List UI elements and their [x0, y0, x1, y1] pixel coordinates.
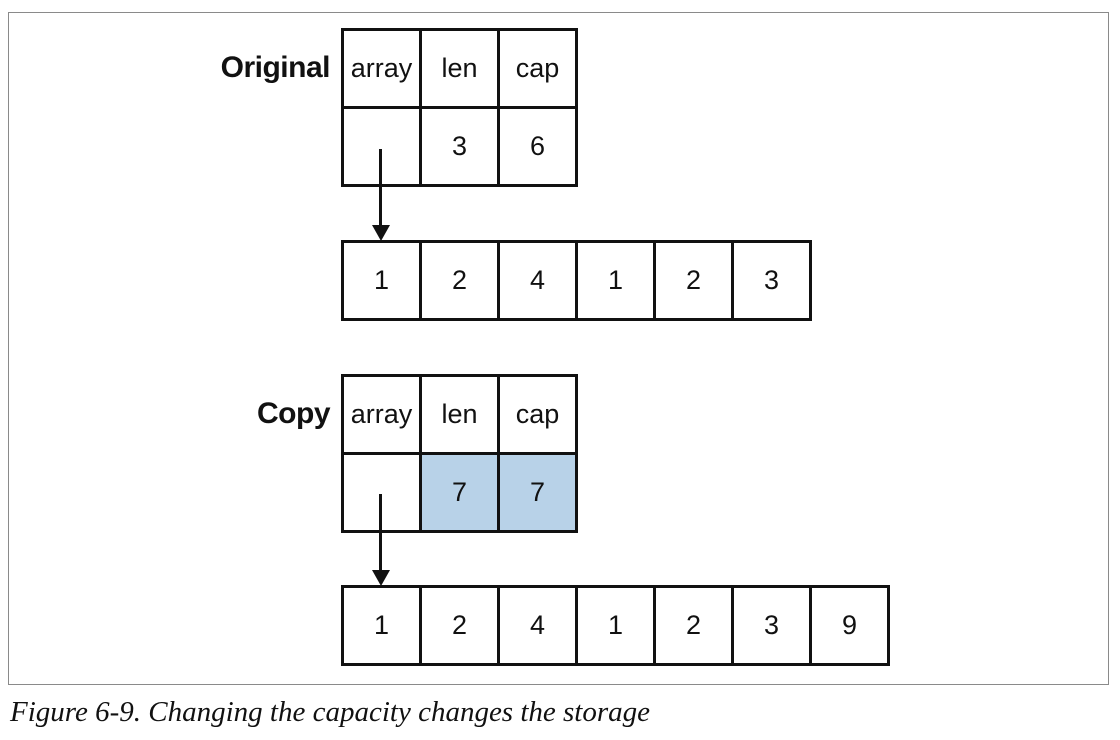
copy-header-len: len — [422, 377, 500, 455]
original-array-element: 1 — [344, 243, 422, 321]
original-label: Original — [220, 51, 331, 84]
original-value-len: 3 — [422, 109, 500, 187]
copy-array-element: 4 — [500, 588, 578, 666]
original-value-cap: 6 — [500, 109, 578, 187]
copy-value-cap: 7 — [500, 455, 578, 533]
copy-array-element: 1 — [344, 588, 422, 666]
copy-backing-array: 1 2 4 1 2 3 9 — [341, 585, 890, 666]
copy-label: Copy — [257, 397, 331, 430]
copy-array-element: 1 — [578, 588, 656, 666]
figure-frame: Original array len cap 3 6 1 2 4 1 2 3 C… — [8, 12, 1109, 685]
copy-header-array: array — [344, 377, 422, 455]
original-backing-array: 1 2 4 1 2 3 — [341, 240, 812, 321]
original-array-element: 3 — [734, 243, 812, 321]
copy-array-element: 9 — [812, 588, 890, 666]
copy-array-element: 2 — [656, 588, 734, 666]
copy-slice-header: array len cap 7 7 — [341, 374, 578, 533]
original-array-element: 2 — [422, 243, 500, 321]
original-pointer-arrow — [379, 149, 382, 227]
copy-array-element: 3 — [734, 588, 812, 666]
original-array-element: 2 — [656, 243, 734, 321]
copy-header-cap: cap — [500, 377, 578, 455]
original-slice-header: array len cap 3 6 — [341, 28, 578, 187]
original-header-cap: cap — [500, 31, 578, 109]
original-value-array — [344, 109, 422, 187]
original-array-element: 1 — [578, 243, 656, 321]
copy-array-element: 2 — [422, 588, 500, 666]
original-header-len: len — [422, 31, 500, 109]
copy-value-len: 7 — [422, 455, 500, 533]
figure-caption: Figure 6-9. Changing the capacity change… — [10, 696, 651, 728]
original-pointer-arrowhead — [372, 225, 390, 241]
copy-pointer-arrowhead — [372, 570, 390, 586]
original-array-element: 4 — [500, 243, 578, 321]
original-header-array: array — [344, 31, 422, 109]
copy-value-array — [344, 455, 422, 533]
copy-pointer-arrow — [379, 494, 382, 572]
